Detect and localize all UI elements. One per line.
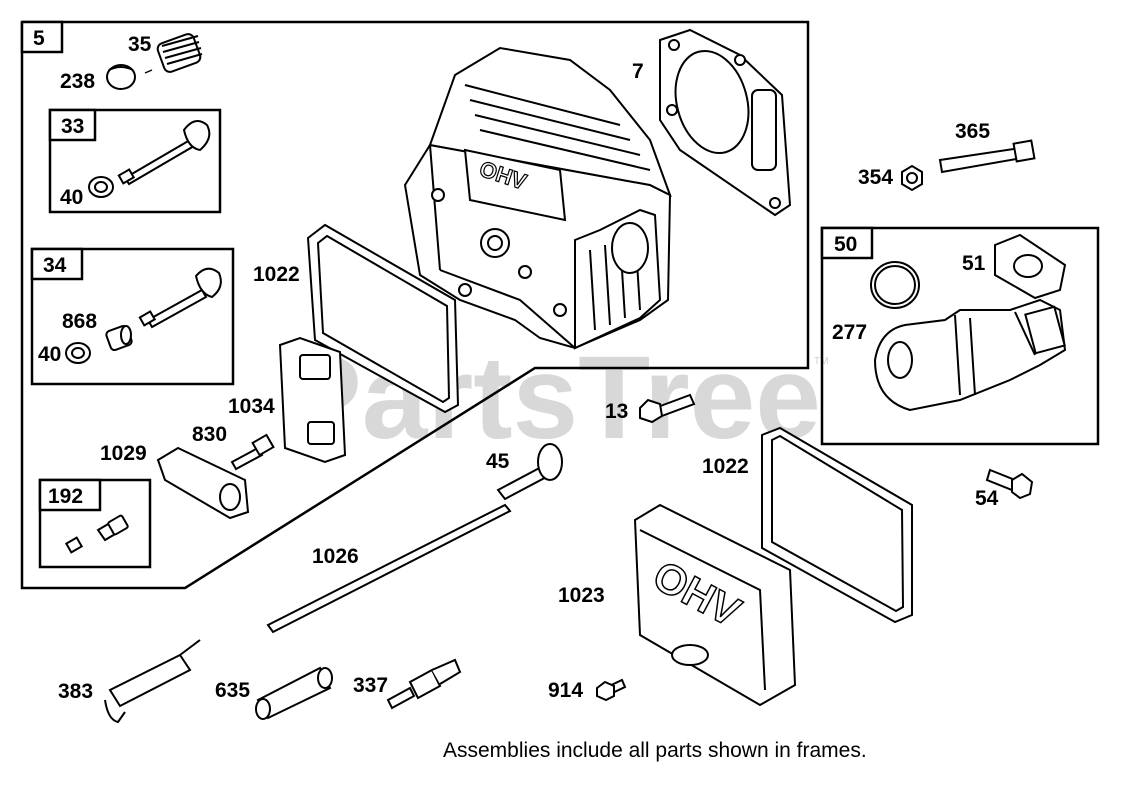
frame-5-tag bbox=[20, 20, 64, 54]
frame-50-tag bbox=[820, 226, 874, 260]
rocker-arm-1029 bbox=[156, 446, 250, 520]
callout-635: 635 bbox=[215, 679, 250, 702]
leader-lines bbox=[144, 69, 153, 74]
callout-1023: 1023 bbox=[558, 584, 605, 607]
frame-192-tag bbox=[38, 478, 102, 512]
bolt-54 bbox=[985, 468, 1034, 500]
frame-34-label: 34 bbox=[43, 254, 67, 277]
callout-830: 830 bbox=[192, 423, 227, 446]
callout-1022b: 1022 bbox=[702, 455, 749, 478]
frame-33-tag bbox=[48, 108, 97, 142]
frame-33-outline bbox=[48, 108, 222, 214]
exhaust-valve-33 bbox=[117, 120, 211, 186]
frame-50-label: 50 bbox=[834, 233, 857, 256]
nut-354 bbox=[901, 164, 923, 192]
rocker-cover-gasket-1022a bbox=[306, 223, 460, 414]
frame-34-outline bbox=[30, 247, 235, 386]
spark-plug-cover-635 bbox=[255, 666, 333, 720]
callout-54: 54 bbox=[975, 487, 999, 510]
callout-383: 383 bbox=[58, 680, 93, 703]
rocker-cover-1023: OHV bbox=[633, 503, 797, 707]
frame-192-label: 192 bbox=[48, 485, 83, 508]
callout-1022a: 1022 bbox=[253, 263, 300, 286]
frame-33-label: 33 bbox=[61, 115, 84, 138]
valve-spring-35 bbox=[156, 33, 203, 73]
rocker-stud-830 bbox=[230, 433, 275, 471]
valve-cap-238 bbox=[106, 64, 136, 90]
intake-gasket-51 bbox=[994, 233, 1067, 300]
frame-34-tag bbox=[30, 247, 84, 281]
callout-238: 238 bbox=[60, 70, 95, 93]
head-gasket-7 bbox=[659, 28, 792, 217]
callout-40b: 40 bbox=[38, 343, 61, 366]
callout-337: 337 bbox=[353, 674, 388, 697]
frame-5-outline bbox=[20, 20, 810, 590]
callout-7: 7 bbox=[632, 60, 644, 83]
push-rod-1026 bbox=[266, 503, 512, 634]
callout-277: 277 bbox=[832, 321, 867, 344]
intake-valve-34 bbox=[138, 267, 222, 329]
callout-1034: 1034 bbox=[228, 395, 275, 418]
callout-51: 51 bbox=[962, 252, 986, 275]
assemblies-note: Assemblies include all parts shown in fr… bbox=[443, 739, 867, 762]
callout-45: 45 bbox=[486, 450, 510, 473]
callout-13: 13 bbox=[605, 400, 628, 423]
callout-35: 35 bbox=[128, 33, 152, 56]
callout-40a: 40 bbox=[60, 186, 83, 209]
valve-seal-40b bbox=[65, 342, 91, 364]
screw-914 bbox=[596, 678, 627, 702]
valve-guide-868 bbox=[105, 324, 133, 352]
frame-50-outline bbox=[820, 226, 1100, 446]
intake-manifold-50 bbox=[873, 298, 1067, 412]
frame-5-label: 5 bbox=[33, 27, 45, 50]
callout-1026: 1026 bbox=[312, 545, 359, 568]
callout-354: 354 bbox=[858, 166, 893, 189]
rocker-cover-gasket-1022b bbox=[761, 426, 913, 624]
callout-365: 365 bbox=[955, 120, 990, 143]
valve-seal-40a bbox=[88, 176, 114, 198]
callout-868: 868 bbox=[62, 310, 97, 333]
guide-plate-45 bbox=[496, 443, 563, 501]
callout-1029: 1029 bbox=[100, 442, 147, 465]
adjust-screw-192 bbox=[64, 514, 129, 554]
spark-plug-boot-383 bbox=[104, 639, 201, 724]
bolt-13 bbox=[639, 393, 696, 424]
cylinder-head: OHV bbox=[403, 46, 672, 350]
stud-365 bbox=[938, 139, 1036, 174]
spark-plug-337 bbox=[386, 658, 462, 710]
callout-914: 914 bbox=[548, 679, 583, 702]
o-ring-277 bbox=[870, 261, 920, 309]
breather-plate-1034 bbox=[278, 336, 347, 464]
